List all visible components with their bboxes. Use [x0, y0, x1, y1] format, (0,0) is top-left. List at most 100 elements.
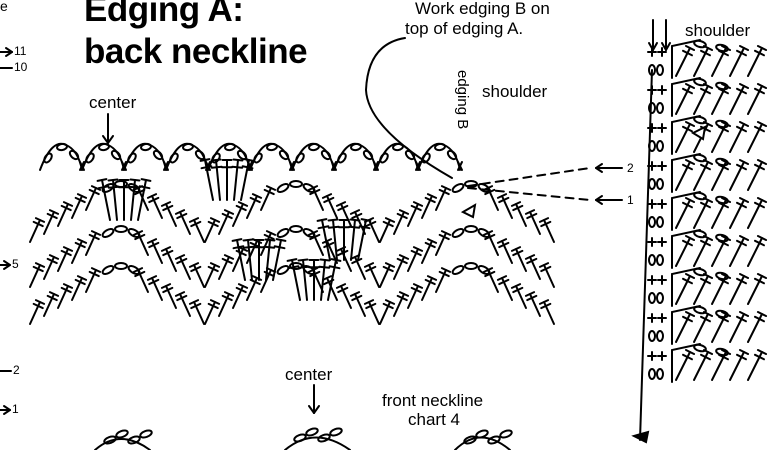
chain-stitch: [43, 152, 54, 164]
chain-stitch: [141, 143, 152, 151]
chain-stitch: [657, 65, 663, 75]
double-crochet-top: [212, 160, 221, 161]
chain-stitch: [393, 143, 404, 151]
title-line-1: Edging A:: [84, 0, 243, 28]
chain-stitch: [715, 82, 728, 91]
chain-stitch: [337, 152, 348, 164]
chain-stitch: [115, 226, 127, 232]
row-number-1-right: 1: [627, 194, 634, 206]
chain-stitch: [290, 226, 302, 232]
chain-stitch: [85, 152, 96, 164]
join-marker-triangle: [693, 127, 705, 139]
double-crochet-bar: [212, 167, 222, 168]
chain-stitch: [657, 293, 663, 303]
join-marker-triangle: [463, 205, 475, 217]
chain-stitch: [693, 116, 706, 125]
chain-stitch: [194, 149, 205, 160]
double-crochet-bar: [232, 167, 242, 168]
chain-stitch: [115, 263, 127, 269]
chain-stitch: [657, 217, 663, 227]
chain-stitch: [351, 143, 362, 151]
chain-stitch: [329, 427, 342, 437]
chain-stitch: [715, 158, 728, 167]
row-number-2-left: 2: [13, 364, 20, 376]
chain-stitch: [101, 227, 114, 238]
double-crochet-top: [244, 240, 253, 241]
chain-stitch: [465, 263, 477, 269]
chain-stitch: [320, 149, 331, 160]
chain-stitch: [657, 103, 663, 113]
chain-stitch: [693, 306, 706, 315]
double-crochet-top: [332, 259, 341, 261]
chain-stitch: [435, 143, 446, 151]
chain-stitch: [290, 181, 302, 187]
chain-stitch: [715, 234, 728, 243]
chain-stitch: [657, 369, 663, 379]
double-crochet-top: [329, 220, 338, 221]
chain-stitch: [649, 179, 655, 189]
chain-stitch: [693, 78, 706, 87]
left-partial-text: e: [0, 0, 8, 12]
double-crochet-top: [109, 180, 118, 181]
chain-stitch: [657, 331, 663, 341]
row-number-2-right: 2: [627, 162, 634, 174]
chain-stitch: [101, 264, 114, 275]
chain-stitch: [127, 152, 138, 164]
chain-stitch: [499, 429, 512, 439]
chain-stitch: [649, 331, 655, 341]
chain-stitch: [657, 141, 663, 151]
chain-stitch: [715, 348, 728, 357]
note-line-2: top of edging A.: [405, 20, 523, 38]
double-crochet-bar: [329, 227, 339, 228]
chain-stitch: [110, 149, 121, 160]
chain-stitch: [715, 120, 728, 129]
chain-stitch: [446, 149, 457, 160]
shoulder-label-mid: shoulder: [482, 83, 547, 101]
chain-stitch: [183, 143, 194, 151]
stitch-diagram: [0, 20, 766, 450]
chain-stitch: [693, 344, 706, 353]
chain-stitch: [362, 149, 373, 160]
chain-stitch: [693, 230, 706, 239]
row-number-10: 10: [14, 61, 27, 73]
chain-stitch: [68, 149, 79, 160]
chain-stitch: [693, 268, 706, 277]
row-number-11: 11: [14, 45, 26, 57]
start-marker-triangle: [634, 432, 648, 442]
chain-stitch: [278, 149, 289, 160]
double-crochet-top: [266, 240, 275, 241]
double-crochet-bar: [140, 186, 150, 188]
chain-stitch: [451, 227, 464, 238]
double-crochet-top: [299, 260, 308, 261]
double-crochet-bar: [129, 187, 139, 188]
double-crochet-bar: [244, 247, 254, 248]
center-label-bottom: center: [285, 366, 332, 384]
double-crochet-top: [351, 220, 360, 221]
front-neckline-line-2: chart 4: [408, 411, 460, 429]
chain-stitch: [715, 196, 728, 205]
chain-stitch: [293, 433, 306, 443]
chain-stitch: [715, 272, 728, 281]
chain-stitch: [649, 255, 655, 265]
double-crochet-bar: [330, 266, 340, 268]
bottom-chain-arc: [455, 438, 510, 450]
chain-stitch: [152, 149, 163, 160]
title-line-2: back neckline: [84, 34, 307, 70]
chain-stitch: [649, 293, 655, 303]
chain-stitch: [465, 226, 477, 232]
double-crochet-top: [318, 219, 327, 221]
chain-stitch: [451, 182, 464, 193]
double-crochet-top: [131, 180, 140, 181]
chain-stitch: [115, 429, 128, 439]
chain-stitch: [715, 310, 728, 319]
double-crochet-top: [98, 179, 107, 181]
chain-stitch: [693, 192, 706, 201]
chain-stitch: [225, 143, 236, 151]
chain-stitch: [404, 149, 415, 160]
chain-stitch: [309, 143, 320, 151]
double-crochet-bar: [319, 226, 329, 228]
chain-stitch: [295, 152, 306, 164]
row-2-dashed-line: [468, 168, 590, 186]
edging-b-label: edging B: [454, 70, 471, 129]
chain-stitch: [276, 182, 289, 193]
